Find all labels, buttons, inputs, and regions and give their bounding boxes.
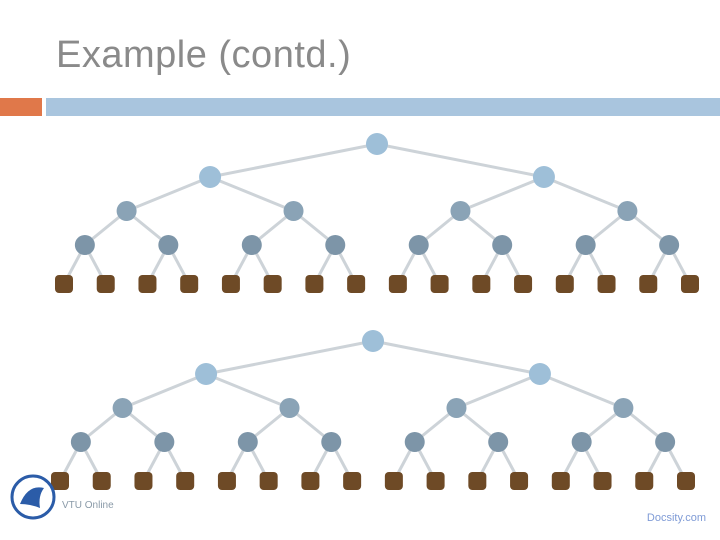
- tree-node: [154, 432, 175, 452]
- tree-node: [532, 166, 555, 188]
- tree-node: [366, 133, 388, 155]
- leaf-node: [551, 472, 570, 490]
- tree-node: [283, 201, 304, 221]
- tree-edge: [126, 175, 211, 213]
- leaf-node: [134, 472, 153, 490]
- slide-title: Example (contd.): [56, 34, 352, 76]
- tree-edge: [543, 175, 628, 213]
- leaf-node: [510, 472, 529, 490]
- leaf-node: [221, 275, 240, 293]
- leaf-node: [176, 472, 195, 490]
- leaf-node: [597, 275, 616, 293]
- leaf-node: [180, 275, 199, 293]
- leaf-node: [92, 472, 111, 490]
- tree-edge: [376, 142, 545, 179]
- tree-node: [237, 432, 258, 452]
- leaf-node: [55, 275, 73, 293]
- leaf-node: [51, 472, 69, 490]
- tree-node: [655, 432, 676, 452]
- leaf-node: [677, 472, 695, 490]
- tree-node: [74, 235, 95, 255]
- leaf-node: [343, 472, 362, 490]
- tree-node: [659, 235, 680, 255]
- leaf-node: [593, 472, 612, 490]
- tree-edge: [122, 372, 207, 410]
- leaf-node: [430, 275, 449, 293]
- leaf-node: [426, 472, 445, 490]
- logo-text: VTU Online: [62, 500, 114, 511]
- tree-node: [195, 363, 218, 385]
- leaf-node: [681, 275, 699, 293]
- leaf-node: [138, 275, 157, 293]
- leaf-node: [301, 472, 320, 490]
- tree-node: [492, 235, 513, 255]
- tree-node: [241, 235, 262, 255]
- tree-node: [362, 330, 384, 352]
- leaf-node: [305, 275, 324, 293]
- title-rule-bar: [46, 98, 720, 116]
- tree-node: [70, 432, 91, 452]
- tree-edge: [372, 339, 541, 376]
- tree-node: [199, 166, 222, 188]
- leaf-node: [259, 472, 278, 490]
- tree-node: [617, 201, 638, 221]
- leaf-node: [555, 275, 574, 293]
- upper-tree: [55, 133, 699, 293]
- tree-node: [404, 432, 425, 452]
- tree-edge: [205, 372, 291, 410]
- tree-node: [112, 398, 133, 418]
- tree-node: [450, 201, 471, 221]
- leaf-node: [468, 472, 487, 490]
- title-accent-bar: [0, 98, 42, 116]
- leaf-node: [384, 472, 403, 490]
- tree-edge: [209, 142, 378, 179]
- tree-edge: [459, 175, 545, 213]
- leaf-node: [96, 275, 115, 293]
- leaf-node: [639, 275, 658, 293]
- tree-node: [575, 235, 596, 255]
- tree-edge: [539, 372, 624, 410]
- tree-node: [528, 363, 551, 385]
- tree-node: [571, 432, 592, 452]
- leaf-node: [263, 275, 282, 293]
- leaf-node: [514, 275, 533, 293]
- leaf-node: [388, 275, 407, 293]
- leaf-node: [635, 472, 654, 490]
- tree-node: [321, 432, 342, 452]
- tree-node: [488, 432, 509, 452]
- tree-node: [116, 201, 137, 221]
- tree-edge: [455, 372, 541, 410]
- tree-node: [446, 398, 467, 418]
- institution-logo-icon: [10, 474, 56, 520]
- footer-link[interactable]: Docsity.com: [646, 512, 706, 524]
- tree-edge: [205, 339, 374, 376]
- tree-node: [279, 398, 300, 418]
- leaf-node: [217, 472, 236, 490]
- tree-node: [158, 235, 179, 255]
- tree-edge: [209, 175, 295, 213]
- leaf-node: [472, 275, 491, 293]
- tree-node: [325, 235, 346, 255]
- lower-tree: [51, 330, 695, 490]
- leaf-node: [347, 275, 366, 293]
- tree-node: [408, 235, 429, 255]
- tree-node: [613, 398, 634, 418]
